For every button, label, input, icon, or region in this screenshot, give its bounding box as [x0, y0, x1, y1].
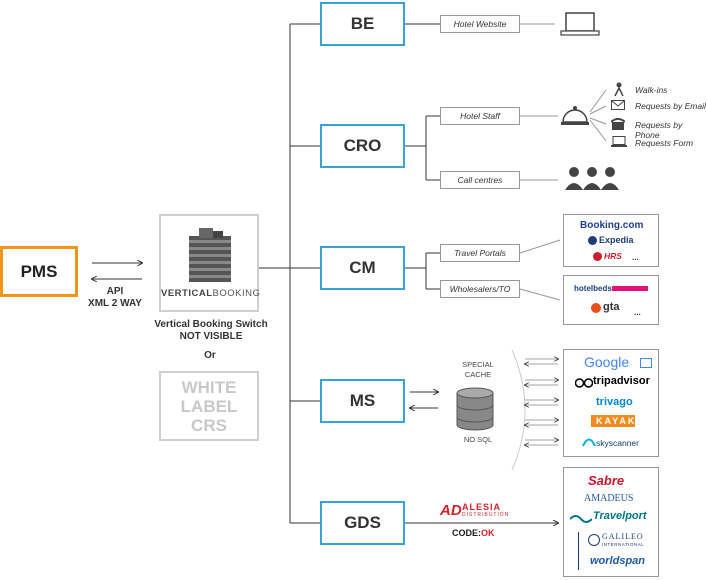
hrs-logo: HRS — [604, 251, 622, 261]
no-sql-label: NO SQL — [463, 435, 493, 444]
building-stack-icon — [189, 228, 231, 282]
laptop-icon — [560, 12, 600, 36]
wholesalers-more: ... — [634, 308, 641, 317]
people-group-icon — [565, 167, 619, 190]
database-icon — [456, 387, 494, 431]
wholesalers-label: Wholesalers/TO — [440, 280, 520, 298]
white-label-crs-box: WHITE LABEL CRS — [159, 371, 259, 441]
hotelbeds-stripe — [612, 286, 648, 291]
pms-label: PMS — [20, 261, 58, 281]
gds-logo-box: Sabre AMADEUS Travelport GALILEO INTERNA… — [563, 467, 659, 577]
cro-item-form: Requests Form — [635, 138, 694, 148]
skyscanner-icon — [582, 438, 596, 447]
codeok-code: CODE: — [452, 528, 481, 538]
vb-caption-line2: NOT VISIBLE — [179, 331, 243, 342]
worldspan-logo: worldspan — [590, 555, 646, 567]
channel-be: BE — [320, 2, 405, 46]
be-label: BE — [350, 14, 375, 33]
alesia-ad-mark: AD — [440, 502, 462, 519]
amadeus-logo: AMADEUS — [584, 493, 634, 504]
alesia-subtitle: DISTRIBUTION — [462, 512, 510, 518]
vertical-booking-caption: Vertical Booking Switch NOT VISIBLE — [138, 319, 284, 343]
google-logo: Google — [584, 354, 630, 370]
api-line2: XML 2 WAY — [88, 298, 142, 309]
skyscanner-logo: skyscanner — [596, 438, 639, 448]
logo-text-bold: VERTICAL — [161, 288, 213, 299]
hrs-logo-mark-icon — [593, 252, 602, 261]
kayak-logo-bg — [591, 415, 635, 427]
service-bell-icon — [561, 106, 589, 125]
portals-more: ... — [632, 253, 639, 262]
pms-box: PMS — [0, 246, 78, 297]
gta-logo: gta — [603, 301, 620, 313]
channel-ms: MS — [320, 379, 405, 423]
api-label: API XML 2 WAY — [82, 286, 148, 310]
vertical-booking-logo-text: VERTICALBOOKING — [161, 288, 260, 299]
galileo-bracket — [578, 532, 579, 570]
channel-cro: CRO — [320, 124, 405, 168]
wholesalers-logo-box: hotelbeds gta ... — [563, 275, 659, 325]
cro-label: CRO — [343, 136, 382, 155]
wl-line2: LABEL — [180, 396, 238, 416]
travelport-logo: Travelport — [593, 510, 647, 522]
hotel-website-label: Hotel Website — [440, 15, 520, 33]
wl-line3: CRS — [191, 415, 227, 435]
call-centres-label: Call centres — [440, 171, 520, 189]
channel-cm: CM — [320, 246, 405, 290]
gta-logo-mark-icon — [591, 303, 601, 313]
or-label: Or — [204, 350, 216, 361]
codeok-ok: OK — [481, 528, 495, 538]
google-hotel-icon — [640, 358, 652, 368]
cro-item-walk-ins: Walk-ins — [635, 85, 668, 95]
expedia-globe-icon — [588, 236, 597, 245]
alesia-name: ALESIA — [462, 502, 502, 512]
galileo-globe-icon — [588, 534, 600, 546]
vertical-booking-box: VERTICALBOOKING — [159, 214, 260, 312]
cm-label: CM — [349, 258, 376, 277]
metasearch-logo-box: Google tripadvisor trivago KAYAK skyscan… — [563, 349, 659, 457]
walk-ins-icon — [614, 82, 624, 96]
galileo-international: INTERNATIONAL — [602, 542, 645, 547]
expedia-logo: Expedia — [599, 235, 634, 245]
sabre-logo: Sabre — [588, 473, 625, 488]
special-cache-label: SPECIAL CACHE — [448, 360, 508, 380]
phone-icon — [611, 118, 625, 130]
trivago-logo: trivago — [596, 396, 633, 408]
tripadvisor-logo: tripadvisor — [593, 375, 650, 387]
email-icon — [611, 100, 625, 110]
api-line1: API — [106, 286, 124, 297]
kayak-logo: KAYAK — [596, 416, 637, 426]
channel-gds: GDS — [320, 501, 405, 545]
cro-item-phone: Requests by Phone — [635, 120, 683, 140]
cache-line2: CACHE — [464, 370, 492, 379]
codeok-logo: CODE:OK — [452, 528, 495, 538]
cro-item-email: Requests by Email — [635, 101, 706, 111]
travel-portals-label: Travel Portals — [440, 244, 520, 262]
tripadvisor-owl-icon — [575, 378, 593, 388]
ms-label: MS — [349, 391, 376, 410]
gds-label: GDS — [344, 513, 381, 532]
cache-line1: SPECIAL — [462, 360, 494, 369]
wl-line1: WHITE — [181, 377, 237, 397]
hotel-staff-label: Hotel Staff — [440, 107, 520, 125]
travelport-wave-icon — [570, 515, 592, 523]
vb-caption-line1: Vertical Booking Switch — [154, 319, 268, 330]
booking-logo: Booking.com — [580, 220, 644, 231]
hotelbeds-logo: hotelbeds — [574, 284, 612, 293]
galileo-logo: GALILEO — [602, 532, 644, 541]
form-icon — [611, 136, 627, 147]
logo-text-light: BOOKING — [212, 288, 261, 299]
travel-portals-logo-box: Booking.com Expedia HRS ... — [563, 214, 659, 267]
